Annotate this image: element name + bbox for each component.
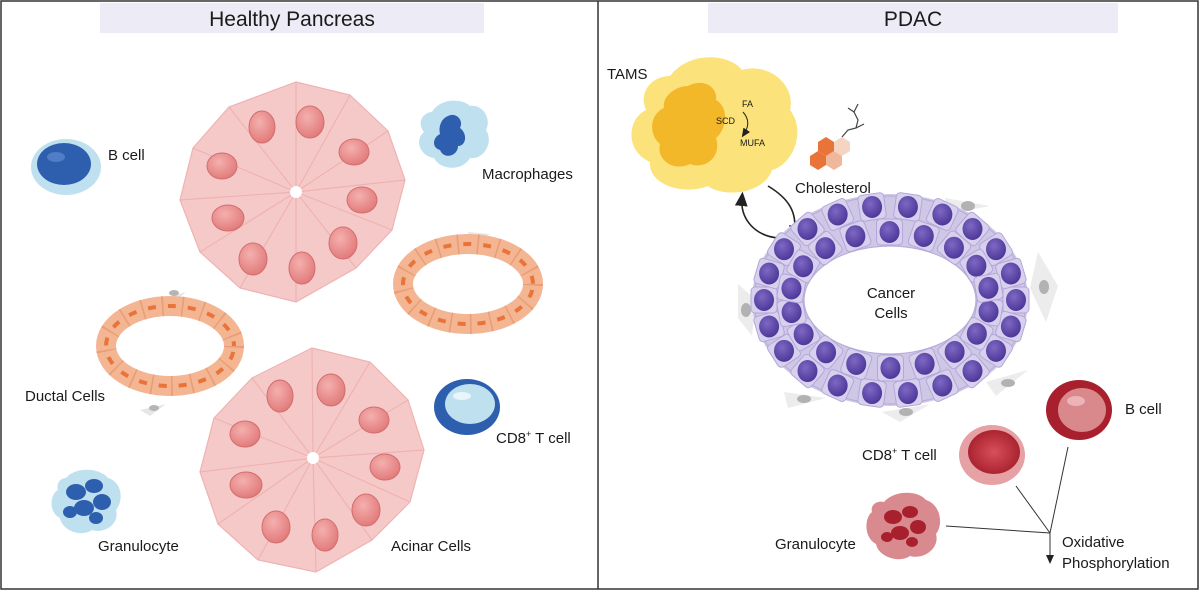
cancer-nucleus [827,203,848,226]
cancer-nucleus [781,301,802,324]
acinar-cells-label: Acinar Cells [391,538,471,555]
cd8-pdac-sup: + [892,446,897,456]
scd-arrow [741,111,751,138]
cd8-t-cell-pdac-label: CD8+ T cell [862,446,937,464]
granulocyte-pdac [866,492,941,560]
tams-macrophage [631,57,798,193]
cancer-cells-label-line2: Cells [874,305,907,322]
cancer-nucleus [978,300,999,323]
cancer-nucleus [897,382,918,405]
left-panel: Healthy Pancreas B cell Macrophages [25,3,573,573]
cancer-nucleus [944,340,965,363]
cancer-nucleus [897,195,918,218]
cancer-nucleus [797,360,818,383]
cd8-tail: T cell [531,430,570,447]
cancer-nucleus [759,262,780,285]
cancer-nucleus [1000,315,1021,338]
cancer-nucleus [985,339,1006,362]
oxphos-label-line1: Oxidative [1062,534,1125,551]
duct-left [96,290,244,416]
cancer-nucleus [774,238,795,261]
cd8-base: CD8 [496,430,526,447]
cancer-nucleus [793,255,814,278]
left-panel-header [100,3,484,33]
left-panel-title: Healthy Pancreas [209,8,375,31]
cd8-t-cell-label: CD8+ T cell [496,429,571,447]
cancer-nucleus [1000,262,1021,285]
cancer-nucleus [846,353,867,376]
cd8-t-cell-healthy [434,379,500,435]
cancer-nucleus [932,374,953,397]
cd8-sup: + [526,429,531,439]
ductal-cells-label: Ductal Cells [25,388,105,405]
cancer-nucleus [862,382,883,405]
duct-right [393,232,543,334]
cancer-nucleus [759,315,780,338]
oxphos-lines [945,446,1069,564]
granulocyte-label: Granulocyte [98,538,179,555]
cancer-nucleus [985,238,1006,261]
right-panel: PDAC TAMS FA SCD MUFA Cholesterol [607,3,1170,572]
cancer-nucleus [815,237,836,260]
cancer-nucleus [774,339,795,362]
cancer-nucleus [797,217,818,240]
scd-label: SCD [716,116,736,126]
cancer-nucleus [754,289,774,311]
cancer-nucleus [880,356,901,379]
acinus-top [179,81,406,303]
cancer-nucleus [913,224,934,247]
cholesterol-label: Cholesterol [795,180,871,197]
granulocyte-pdac-label: Granulocyte [775,536,856,553]
cancer-nucleus [781,277,802,300]
acinus-bottom [199,347,425,573]
fa-label: FA [742,99,753,109]
cancer-nucleus [816,341,837,364]
cancer-nucleus [862,195,883,218]
cd8-pdac-base: CD8 [862,447,892,464]
macrophage [419,100,489,168]
cancer-nucleus [978,276,999,299]
cancer-nucleus [962,360,983,383]
cancer-nucleus [914,352,935,375]
cancer-nucleus [943,236,964,259]
right-panel-title: PDAC [884,8,942,31]
cancer-nucleus [827,374,848,397]
b-cell-pdac [1046,380,1112,440]
arrow-to-tams [734,191,779,239]
b-cell-pdac-label: B cell [1125,401,1162,418]
oxphos-label-line2: Phosphorylation [1062,555,1170,572]
tams-label: TAMS [607,66,648,83]
cancer-nucleus [962,217,983,240]
b-cell-healthy [31,139,101,195]
b-cell-label: B cell [108,147,145,164]
cancer-nucleus [793,323,814,346]
cancer-cells-label-line1: Cancer [867,285,915,302]
cancer-nucleus [1006,289,1026,311]
cd8-t-cell-pdac [959,425,1025,485]
cancer-nucleus [966,322,987,345]
cancer-nucleus [932,203,953,226]
cancer-cell-ring [750,192,1030,408]
right-panel-header [708,3,1118,33]
macrophages-label: Macrophages [482,166,573,183]
cholesterol-molecule [810,103,865,170]
mufa-label: MUFA [740,138,765,148]
cancer-nuclei [750,192,1030,408]
cd8-pdac-tail: T cell [897,447,936,464]
granulocyte-healthy [51,469,121,534]
cancer-nucleus [966,254,987,277]
cancer-nucleus [879,221,900,244]
cancer-nucleus [845,225,866,248]
